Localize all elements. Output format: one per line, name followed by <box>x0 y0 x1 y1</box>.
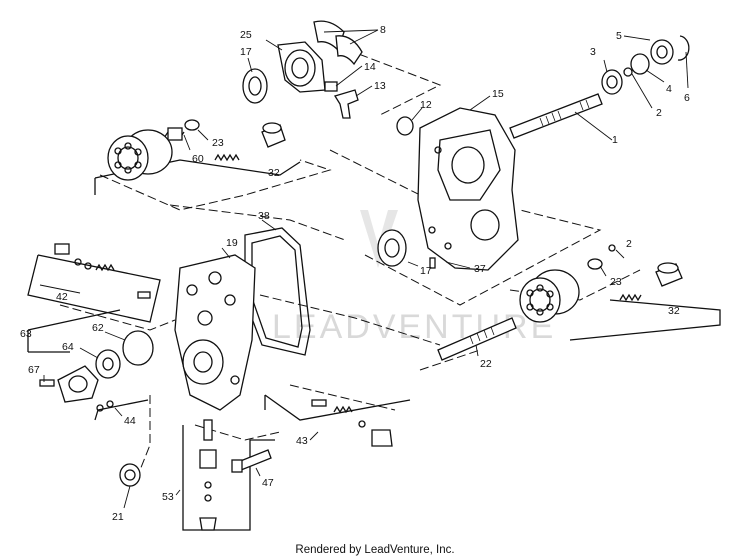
leader-lines <box>39 29 689 509</box>
part-2-washer-right <box>608 244 616 252</box>
part-32-spring-right <box>619 262 683 302</box>
callout-63: 63 <box>20 328 32 340</box>
callout-43: 43 <box>296 435 308 447</box>
callout-6: 6 <box>684 92 690 104</box>
callout-15: 15 <box>492 88 504 100</box>
part-14-key <box>324 81 338 92</box>
part-62-oring <box>122 330 154 366</box>
callout-23-top: 23 <box>212 137 224 149</box>
part-37-pin <box>429 257 436 269</box>
callout-1: 1 <box>612 134 618 146</box>
group-outlines <box>59 44 641 471</box>
part-22-output-shaft <box>437 317 517 361</box>
callout-4: 4 <box>666 83 672 95</box>
cylinder-barrel-right <box>519 269 580 323</box>
part-23-ring-top <box>184 119 200 131</box>
callout-62: 62 <box>92 322 104 334</box>
part-42-relief-valve <box>54 243 151 299</box>
callout-12: 12 <box>420 99 432 111</box>
footer-credit: Rendered by LeadVenture, Inc. <box>295 544 454 556</box>
part-43-charge-relief <box>311 399 393 447</box>
part-3-bearing <box>601 69 623 95</box>
callout-14: 14 <box>364 61 376 73</box>
callout-22: 22 <box>480 358 492 370</box>
callout-8: 8 <box>380 24 386 36</box>
callout-64: 64 <box>62 341 74 353</box>
callout-44: 44 <box>124 415 136 427</box>
part-2-washer-top <box>623 67 633 77</box>
part-47-bolt <box>231 449 272 473</box>
part-32-spring-top <box>214 122 286 162</box>
callout-42: 42 <box>56 291 68 303</box>
cylinder-barrel-top <box>107 129 173 181</box>
part-25-coupler <box>277 41 326 93</box>
callout-32-top: 32 <box>268 167 280 179</box>
callout-53: 53 <box>162 491 174 503</box>
part-53-bypass <box>199 419 217 531</box>
callout-19: 19 <box>226 237 238 249</box>
callout-21: 21 <box>112 511 124 523</box>
callout-38: 38 <box>258 210 270 222</box>
part-19-center-section <box>174 254 256 411</box>
part-cover-plate <box>57 365 99 403</box>
part-13-shaft <box>333 89 359 119</box>
part-5-seal <box>650 39 674 65</box>
callout-23-right: 23 <box>610 276 622 288</box>
part-17-bearing-mid <box>377 229 407 267</box>
callouts: 1 2 2 3 4 5 6 8 12 13 14 15 17 17 19 21 … <box>20 24 690 523</box>
callout-47: 47 <box>262 477 274 489</box>
part-44-plugs <box>96 400 114 412</box>
part-15-housing <box>417 107 519 271</box>
callout-2-top: 2 <box>656 107 662 119</box>
callout-25: 25 <box>240 29 252 41</box>
callout-13: 13 <box>374 80 386 92</box>
part-67-bolt <box>39 379 55 387</box>
part-21-seal <box>119 463 141 487</box>
callout-5: 5 <box>616 30 622 42</box>
part-4-washer <box>630 53 650 75</box>
part-8-shims <box>313 20 363 66</box>
part-1-input-shaft <box>509 93 603 139</box>
callout-3: 3 <box>590 46 596 58</box>
callout-17-top: 17 <box>240 46 252 58</box>
callout-60: 60 <box>192 153 204 165</box>
part-6-retaining-ring <box>677 35 690 61</box>
callout-67: 67 <box>28 364 40 376</box>
callout-17-mid: 17 <box>420 265 432 277</box>
part-38-gasket-inner <box>251 235 303 348</box>
part-17-bearing-top <box>242 68 268 104</box>
callout-2-right: 2 <box>626 238 632 250</box>
part-23-ring-right <box>587 258 603 270</box>
part-60-spring <box>163 127 185 141</box>
callout-37: 37 <box>474 263 486 275</box>
part-12-seal <box>396 116 414 136</box>
callout-32-right: 32 <box>668 305 680 317</box>
part-64-filter <box>95 349 121 379</box>
